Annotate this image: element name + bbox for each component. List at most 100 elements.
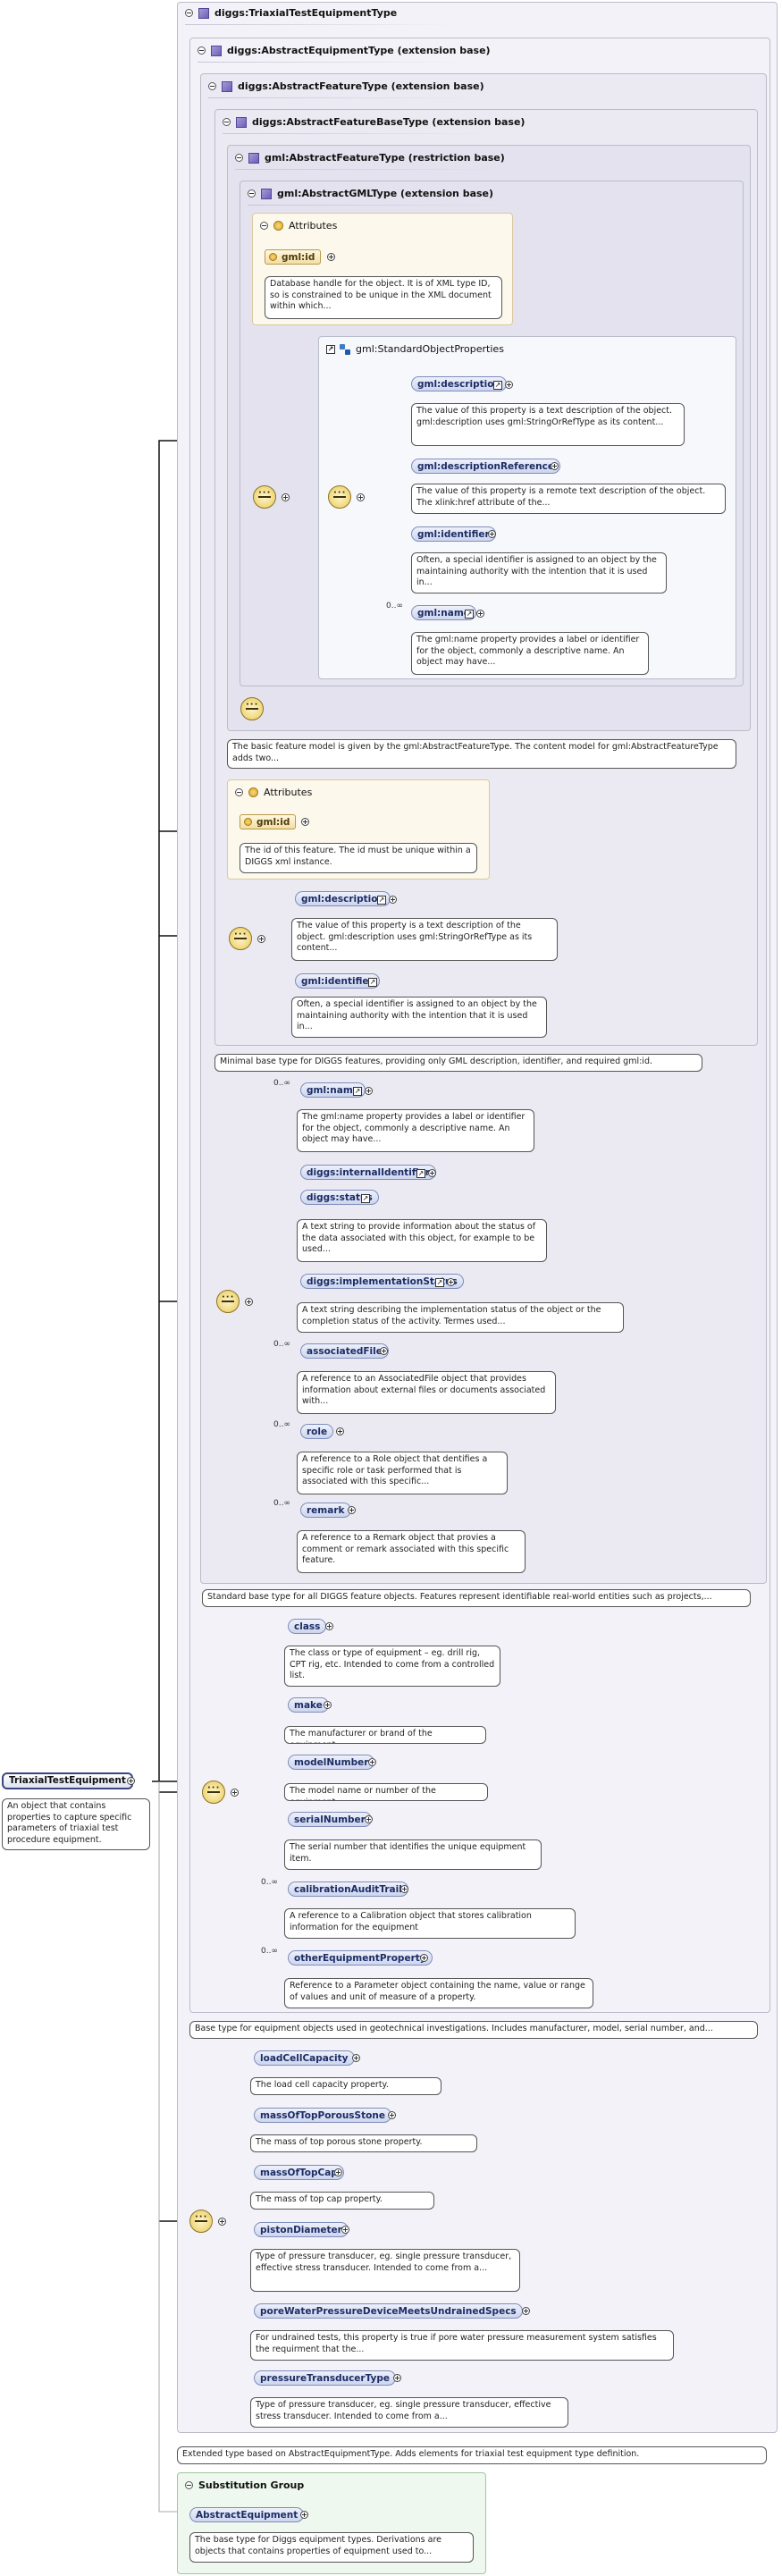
gml-id-attribute[interactable]: gml:id [265,249,322,265]
collapse-icon[interactable] [245,1298,253,1306]
element-status[interactable]: diggs:status [300,1190,379,1205]
collapse-toggle[interactable] [248,189,256,198]
expand-icon[interactable] [352,2054,360,2062]
element-gml-identifier[interactable]: gml:identifier [295,973,380,989]
expand-icon[interactable] [368,1758,376,1766]
element-mass-of-top-cap[interactable]: massOfTopCap [254,2165,344,2180]
collapse-toggle[interactable] [235,788,243,796]
expand-icon[interactable] [393,2374,401,2382]
root-element[interactable]: TriaxialTestEquipment [2,1772,133,1789]
collapse-icon[interactable] [257,935,265,943]
expand-icon[interactable] [324,1701,332,1709]
expand-icon[interactable] [127,1777,135,1785]
expand-icon[interactable] [400,1885,408,1893]
expand-icon[interactable] [348,1506,356,1514]
expand-icon[interactable] [325,1622,333,1630]
expand-icon[interactable] [301,818,309,826]
element-role[interactable]: role [300,1424,334,1439]
collapse-toggle[interactable] [198,46,206,55]
collapse-icon[interactable] [218,2218,226,2226]
element-description: The class or type of equipment – eg. dri… [284,1646,500,1687]
expand-icon[interactable] [336,1427,344,1435]
expand-icon[interactable] [428,1169,436,1177]
element-gml-name[interactable]: gml:name [300,1082,366,1098]
type-annotation: Base type for equipment objects used in … [189,2021,758,2039]
element-description: The load cell capacity property. [250,2077,441,2095]
element-pressure-transducer-type[interactable]: pressureTransducerType [254,2370,397,2386]
expand-icon[interactable] [380,1347,388,1355]
element-serial-number[interactable]: serialNumber [288,1812,372,1827]
collapse-toggle[interactable] [185,2481,193,2489]
expand-icon[interactable] [365,1815,373,1823]
cardinality: 0..∞ [386,602,403,610]
element-make[interactable]: make [288,1697,329,1713]
element-description: The manufacturer or brand of the equipme… [284,1726,486,1744]
link-icon[interactable]: ↗ [368,978,377,987]
group-title: gml:StandardObjectProperties [356,343,504,355]
collapse-icon[interactable] [231,1789,239,1797]
complex-type-icon [248,152,259,164]
cardinality: 0..∞ [261,1878,278,1887]
element-associated-file[interactable]: associatedFile [300,1343,389,1359]
element-piston-diameter[interactable]: pistonDiameter [254,2222,349,2237]
expand-icon[interactable] [505,381,513,389]
element-gml-description-reference[interactable]: gml:descriptionReference [411,459,560,474]
element-internal-identifier[interactable]: diggs:internalIdentifier [300,1165,436,1180]
expand-icon[interactable] [300,2511,308,2519]
element-gml-name[interactable]: gml:name [411,605,476,620]
expand-icon[interactable] [551,462,559,470]
element-mass-of-top-porous-stone[interactable]: massOfTopPorousStone [254,2108,391,2123]
element-description: The base type for Diggs equipment types.… [189,2532,474,2563]
element-gml-description[interactable]: gml:description [411,376,507,391]
collapse-toggle[interactable] [223,118,231,126]
element-abstract-equipment[interactable]: AbstractEquipment [189,2507,305,2522]
collapse-toggle[interactable] [208,82,216,90]
complex-type-icon [211,45,222,56]
link-icon[interactable]: ↗ [361,1194,370,1203]
element-pore-water-pressure-device[interactable]: poreWaterPressureDeviceMeetsUndrainedSpe… [254,2303,523,2319]
collapse-icon[interactable] [357,493,365,501]
expand-icon[interactable] [389,896,397,904]
expand-icon[interactable] [388,2111,396,2119]
expand-icon[interactable] [365,1087,373,1095]
expand-icon[interactable] [420,1954,428,1962]
collapse-toggle[interactable] [235,154,243,162]
element-implementation-status[interactable]: diggs:implementationStatus [300,1274,464,1289]
expand-icon[interactable] [488,530,496,538]
attribute-icon [248,787,258,797]
expand-icon[interactable] [476,610,484,618]
type-annotation: Extended type based on AbstractEquipment… [177,2446,767,2464]
element-description: The value of this property is a remote t… [411,484,726,514]
element-calibration-audit-trail[interactable]: calibrationAuditTrail [288,1881,408,1897]
link-icon[interactable]: ↗ [353,1087,362,1096]
link-icon[interactable]: ↗ [493,381,502,390]
element-other-equipment-property[interactable]: otherEquipmentProperty [288,1950,433,1966]
expand-icon[interactable] [447,1278,455,1286]
expand-icon[interactable] [341,2226,349,2234]
element-gml-identifier[interactable]: gml:identifier [411,526,496,542]
type-annotation: Standard base type for all DIGGS feature… [202,1589,751,1607]
collapse-icon[interactable] [282,493,290,501]
collapse-toggle[interactable] [185,9,193,17]
expand-icon[interactable] [327,253,335,261]
attributes-title: Attributes [264,787,313,798]
element-description: Type of pressure transducer, eg. single … [250,2397,568,2428]
element-model-number[interactable]: modelNumber [288,1755,375,1770]
collapse-toggle[interactable] [260,222,268,230]
link-icon[interactable]: ↗ [465,610,474,619]
link-icon[interactable]: ↗ [326,344,335,354]
link-icon[interactable]: ↗ [435,1278,444,1287]
expand-icon[interactable] [522,2307,530,2315]
sequence-icon [240,697,264,720]
type-title: diggs:AbstractEquipmentType (extension b… [227,45,491,56]
element-remark[interactable]: remark [300,1503,351,1518]
element-load-cell-capacity[interactable]: loadCellCapacity [254,2050,355,2066]
element-gml-description[interactable]: gml:description [295,891,391,906]
element-class[interactable]: class [288,1619,327,1634]
element-description: A reference to a Role object that dentif… [297,1452,508,1494]
link-icon[interactable]: ↗ [416,1169,425,1178]
type-annotation: Minimal base type for DIGGS features, pr… [214,1054,702,1072]
gml-id-attribute[interactable]: gml:id [240,814,297,829]
expand-icon[interactable] [334,2168,342,2176]
link-icon[interactable]: ↗ [377,896,386,905]
